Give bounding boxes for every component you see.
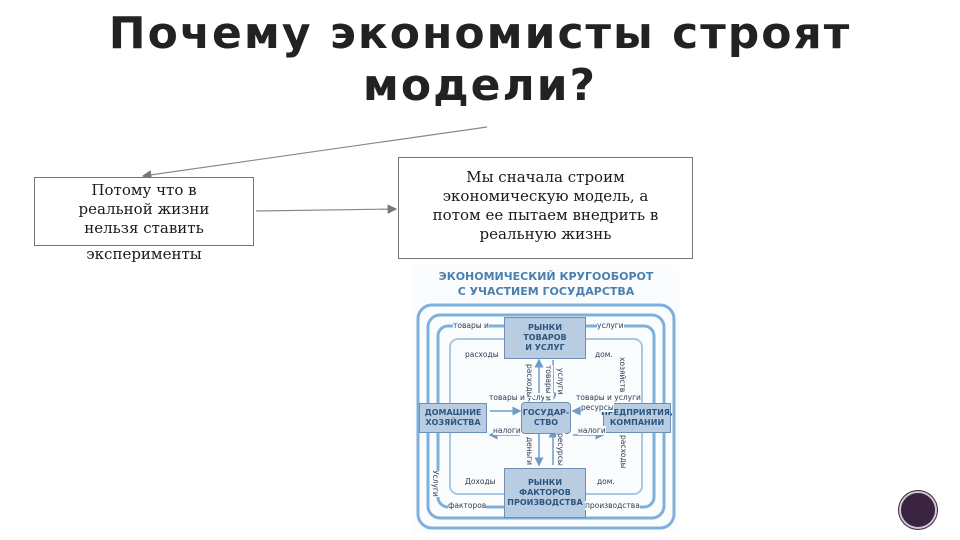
- node-firms: ПРЕДПРИЯТИЯ, КОМПАНИИ: [601, 403, 673, 433]
- label-households-exp: хозяйств: [618, 357, 627, 393]
- reason-line-2: реальной жизни: [78, 200, 210, 218]
- label-dom-bottom: дом.: [597, 477, 615, 486]
- label-services: услуги: [597, 321, 624, 330]
- node-factor-market: РЫНКИ ФАКТОРОВ ПРОИЗВОДСТВА: [504, 468, 586, 518]
- node-government: ГОСУДАР- СТВО: [521, 402, 571, 434]
- slide-title-line-2: модели?: [362, 60, 598, 111]
- diagram-title-line-2: С УЧАСТИЕМ ГОСУДАРСТВА: [457, 285, 635, 298]
- label-households-abbr: дом.: [595, 350, 613, 359]
- approach-line-1: Мы сначала строим: [466, 168, 625, 186]
- circular-flow-diagram: ЭКОНОМИЧЕСКИЙ КРУГООБОРОТ С УЧАСТИЕМ ГОС…: [413, 265, 679, 532]
- label-expenses-vertical: расходы: [525, 364, 534, 398]
- approach-line-2: экономическую модель, а: [442, 187, 649, 205]
- reason-line-4: эксперименты: [86, 245, 202, 263]
- node-goods-market: РЫНКИ ТОВАРОВ И УСЛУГ: [504, 317, 586, 359]
- label-money-vertical: деньги: [525, 437, 534, 465]
- diagram-title-line-1: ЭКОНОМИЧЕСКИЙ КРУГООБОРОТ: [438, 270, 654, 283]
- approach-line-4: реальную жизнь: [479, 225, 612, 243]
- label-goods-vertical: товары и: [544, 365, 553, 401]
- label-goods-services-right: товары и услуги: [576, 393, 641, 402]
- label-expenses-right: расходы: [619, 435, 628, 469]
- label-expenses: расходы: [465, 350, 499, 359]
- label-goods-and: товары и: [453, 321, 489, 330]
- title-to-left-arrow: [141, 126, 488, 180]
- label-production: производства: [585, 501, 640, 510]
- left-to-right-arrow: [255, 204, 398, 214]
- label-services-bottom-left: Услуги: [431, 470, 440, 497]
- label-resources: ресурсы: [581, 403, 614, 412]
- reason-box: Потому что в реальной жизни нельзя стави…: [34, 177, 254, 263]
- label-taxes-right: налоги: [578, 426, 606, 435]
- label-goods-services-left: товары и услуги: [489, 393, 554, 402]
- approach-box: Мы сначала строим экономическую модель, …: [398, 157, 693, 259]
- slide-number-badge: [899, 491, 937, 529]
- reason-line-1: Потому что в: [91, 181, 197, 199]
- slide-title-line-1: Почему экономисты строят: [108, 8, 852, 59]
- approach-line-3: потом ее пытаем внедрить в: [432, 206, 659, 224]
- label-factors: факторов: [448, 501, 487, 510]
- slide-title: Почему экономисты строят модели?: [0, 8, 960, 112]
- label-incomes: Доходы: [465, 477, 496, 486]
- label-services-vertical: услуги: [556, 368, 565, 395]
- node-households: ДОМАШНИЕ ХОЗЯЙСТВА: [419, 403, 487, 433]
- label-taxes-left: налоги: [493, 426, 521, 435]
- label-resources-vertical: ресурсы: [556, 433, 565, 466]
- reason-line-3: нельзя ставить: [84, 219, 204, 237]
- diagram-title: ЭКОНОМИЧЕСКИЙ КРУГООБОРОТ С УЧАСТИЕМ ГОС…: [413, 269, 679, 299]
